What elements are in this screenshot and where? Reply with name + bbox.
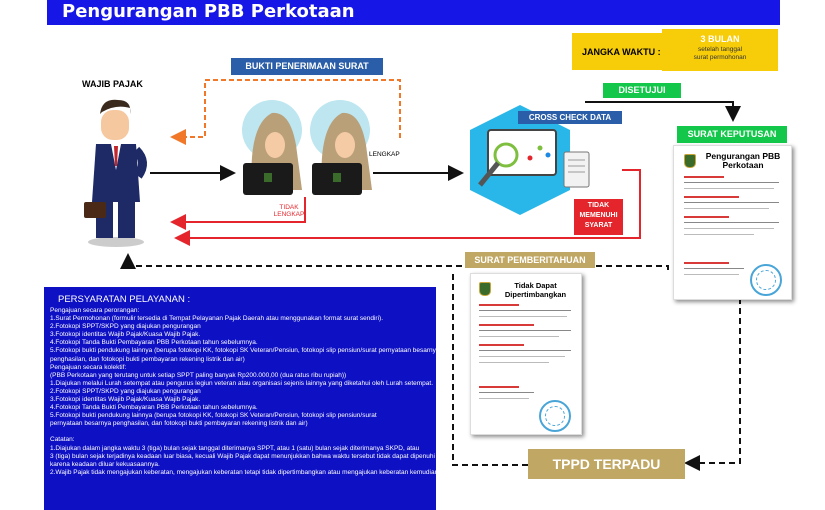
catatan-line: 3 (tiga) bulan sejak terjadinya keadaan … [50, 452, 435, 460]
surat-pemberitahuan-title-2: Dipertimbangkan [504, 290, 567, 299]
stamp-icon-2 [539, 400, 571, 432]
tidak-lengkap-line-1: TIDAK [279, 204, 299, 211]
title-bar: Pengurangan PBB Perkotaan [47, 0, 780, 25]
jangka-waktu-label-box: JANGKA WAKTU : [572, 33, 662, 70]
persyaratan-line: 3.Fotokopi identitas Wajib Pajak/Kuasa W… [50, 396, 201, 404]
surat-keputusan-title-1: Pengurangan PBB [705, 151, 781, 161]
persyaratan-line: Pengajuan secara kolektif: [50, 363, 127, 371]
surat-keputusan-label: SURAT KEPUTUSAN [677, 126, 787, 143]
arrow-back-wajib-pajak [120, 253, 669, 270]
surat-pemberitahuan-document: Tidak Dapat Dipertimbangkan [470, 273, 582, 435]
jangka-waktu-label: JANGKA WAKTU : [582, 47, 661, 57]
jangka-waktu-note-2: surat permohonan [693, 54, 747, 61]
persyaratan-line: 4.Fotokopi Tanda Bukti Pembayaran PBB Pe… [50, 404, 258, 412]
persyaratan-heading: PERSYARATAN PELAYANAN : [58, 294, 191, 305]
lengkap-label: LENGKAP [369, 151, 400, 158]
tidak-memenuhi-line-3: SYARAT [584, 222, 613, 229]
cross-check-hexagon-icon [470, 105, 590, 215]
jangka-waktu-note-1: setelah tanggal [697, 46, 743, 53]
city-emblem-icon [684, 154, 696, 168]
tidak-lengkap-label: TIDAK LENGKAP [270, 204, 308, 218]
surat-pemberitahuan-title-1: Tidak Dapat [514, 281, 557, 290]
tidak-lengkap-line-2: LENGKAP [273, 211, 305, 218]
persyaratan-line: 5.Fotokopi bukti pendukung lainnya (beru… [50, 412, 377, 420]
disetujui-label: DISETUJUI [603, 83, 681, 98]
cross-check-label: CROSS CHECK DATA [518, 111, 622, 124]
staff-figures-icon [243, 112, 372, 195]
tppd-terpadu-label: TPPD TERPADU [528, 449, 685, 479]
persyaratan-line: 2.Fotokopi SPPT/SKPD yang diajukan pengu… [50, 387, 201, 395]
persyaratan-line: 1.Diajukan melalui Lurah setempat atau p… [50, 379, 434, 387]
persyaratan-line: pernyataan besarnya penghasilan, dan fot… [50, 420, 308, 428]
catatan-heading: Catatan: [50, 436, 75, 444]
arrow-pemberitahuan-tppd [452, 270, 528, 466]
tidak-memenuhi-line-2: MEMENUHI [579, 212, 618, 219]
arrow-tidak-memenuhi [174, 169, 641, 246]
surat-pemberitahuan-label: SURAT PEMBERITAHUAN [465, 252, 595, 268]
catatan-line: karena keadaan diluar kekuasaannya. [50, 460, 160, 468]
taxpayer-figure-icon [84, 99, 147, 247]
wajib-pajak-label: WAJIB PAJAK [82, 79, 143, 89]
arrow-disetujui [585, 101, 741, 122]
persyaratan-line: 3.Fotokopi identitas Wajib Pajak/Kuasa W… [50, 331, 201, 339]
tidak-memenuhi-line-1: TIDAK [587, 202, 610, 209]
city-emblem-icon-2 [479, 282, 491, 296]
arrow-tidak-lengkap [170, 197, 306, 230]
catatan-line: 2.Wajib Pajak tidak mengajukan keberatan… [50, 468, 436, 476]
tidak-memenuhi-box: TIDAK MEMENUHI SYARAT [574, 199, 623, 235]
persyaratan-line: (PBB Perkotaan yang terutang untuk setia… [50, 371, 347, 379]
surat-pemberitahuan-doc-title: Tidak Dapat Dipertimbangkan [493, 281, 578, 299]
arrow-keputusan-tppd [684, 298, 741, 471]
persyaratan-line: 1.Surat Permohonan (formulir tersedia di… [50, 315, 384, 323]
bukti-penerimaan-label: BUKTI PENERIMAAN SURAT [231, 58, 383, 75]
persyaratan-list: Pengajuan secara perorangan: 1.Surat Per… [50, 307, 436, 477]
arrow-bukti [170, 79, 401, 145]
persyaratan-line: 4.Fotokopi Tanda Bukti Pembayaran PBB Pe… [50, 339, 258, 347]
persyaratan-line: 2.Fotokopi SPPT/SKPD yang diajukan pengu… [50, 323, 201, 331]
persyaratan-line: Pengajuan secara perorangan: [50, 307, 140, 314]
surat-keputusan-title-2: Perkotaan [722, 160, 764, 170]
persyaratan-panel: PERSYARATAN PELAYANAN : Pengajuan secara… [44, 287, 436, 510]
persyaratan-line: penghasilan, dan fotokopi bukti pembayar… [50, 355, 245, 363]
page-title: Pengurangan PBB Perkotaan [62, 1, 355, 22]
surat-keputusan-document: Pengurangan PBB Perkotaan [673, 145, 792, 300]
catatan-line: 1.Diajukan dalam jangka waktu 3 (tiga) b… [50, 444, 420, 452]
surat-keputusan-doc-title: Pengurangan PBB Perkotaan [698, 152, 788, 170]
jangka-waktu-value-box: 3 BULAN setelah tanggal surat permohonan [662, 29, 778, 71]
persyaratan-line: 5.Fotokopi bukti pendukung lainnya (beru… [50, 347, 436, 355]
stamp-icon [750, 264, 782, 296]
jangka-waktu-value: 3 BULAN [700, 34, 740, 44]
